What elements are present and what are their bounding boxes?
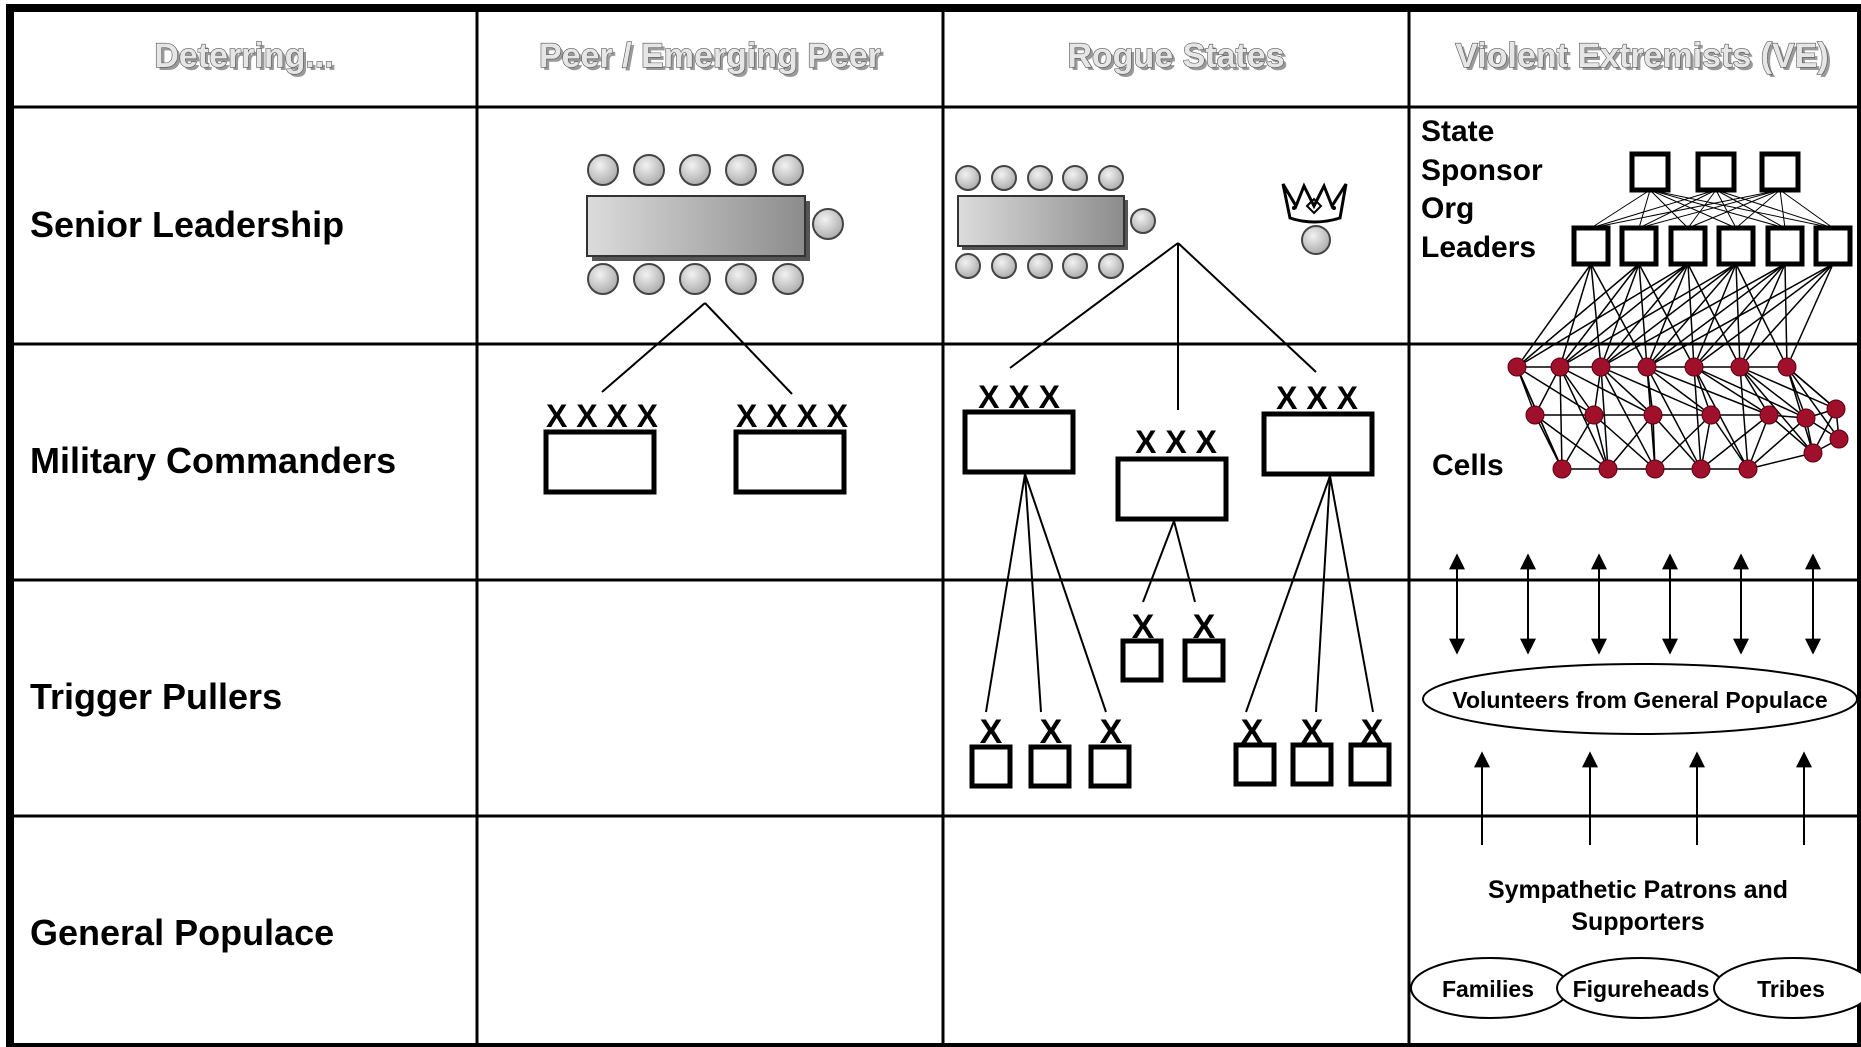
brigade-symbol: X <box>1040 713 1063 751</box>
brigade-unit-box <box>1290 742 1334 787</box>
cell-node <box>1777 357 1797 377</box>
brigade-symbol: X <box>1361 713 1384 751</box>
org-leader-box <box>1716 225 1756 267</box>
corps-unit-box <box>962 409 1076 475</box>
brigade-symbol: X <box>1193 608 1216 646</box>
rogue-states-structure: X X X X X X X X X X X X X X X <box>955 165 1392 789</box>
division-unit-box <box>733 429 847 495</box>
state-sponsor-line: Leaders <box>1421 231 1536 264</box>
brigade-symbol: X <box>1241 713 1264 751</box>
org-leader-box <box>1765 225 1805 267</box>
crown-icon <box>1281 182 1348 255</box>
brigade-symbol: X <box>980 713 1003 751</box>
brigade-unit-box <box>1120 638 1164 683</box>
header-ve-shadow: Violent Extremists (VE) <box>1458 40 1832 78</box>
cell-node <box>1826 399 1846 419</box>
state-sponsor-line: Sponsor <box>1421 154 1543 187</box>
brigade-unit-box <box>1182 638 1226 683</box>
state-sponsor-box <box>1629 151 1671 193</box>
cell-node <box>1507 357 1527 377</box>
header-deterring: Deterring... <box>154 37 333 75</box>
cell-node <box>1803 443 1823 463</box>
conference-table-icon <box>586 154 844 295</box>
patrons-label-line: Supporters <box>1571 908 1704 936</box>
brigade-symbol: X <box>1301 713 1324 751</box>
org-leader-box <box>1571 225 1611 267</box>
cells-label: Cells <box>1432 449 1504 482</box>
cell-node <box>1684 357 1704 377</box>
cell-node <box>1584 405 1604 425</box>
cell-node <box>1552 459 1572 479</box>
header-rogue-states: Rogue States <box>1067 37 1284 75</box>
header-deterring-shadow: Deterring... <box>157 40 336 78</box>
org-leader-box <box>1813 225 1853 267</box>
brigade-unit-box <box>969 744 1013 789</box>
corps-symbol: X X X <box>1135 424 1217 460</box>
cell-node <box>1645 459 1665 479</box>
volunteers-label: Volunteers from General Populace <box>1452 687 1827 713</box>
figureheads-label: Figureheads <box>1573 976 1710 1002</box>
cell-node <box>1598 459 1618 479</box>
cell-node <box>1525 405 1545 425</box>
row-label-general-populace: General Populace <box>30 912 334 953</box>
conference-table-icon <box>955 165 1156 279</box>
division-symbol: X X X X <box>736 398 849 434</box>
volunteers-ellipse <box>1422 663 1858 735</box>
brigade-unit-box <box>1028 744 1072 789</box>
state-sponsor-box <box>1695 151 1737 193</box>
brigade-symbol: X <box>1100 713 1123 751</box>
brigade-unit-box <box>1233 742 1277 787</box>
cell-node <box>1796 408 1816 428</box>
tribes-label: Tribes <box>1757 976 1825 1002</box>
cell-node <box>1730 357 1750 377</box>
brigade-units: X X X X X X X X <box>969 608 1392 789</box>
corps-symbol: X X X <box>978 379 1060 415</box>
families-label: Families <box>1442 976 1534 1002</box>
cell-node <box>1550 357 1570 377</box>
corps-unit-box <box>1115 456 1229 522</box>
violent-extremists-structure: State Sponsor Org Leaders Cells Voluntee… <box>1410 115 1861 1019</box>
volunteer-arrows <box>1449 553 1821 655</box>
brigade-symbol: X <box>1132 608 1155 646</box>
division-unit-box <box>543 429 657 495</box>
cell-node <box>1738 459 1758 479</box>
division-symbol: X X X X <box>546 398 659 434</box>
header-rogue-shadow: Rogue States <box>1070 40 1287 78</box>
org-leader-box <box>1619 225 1659 267</box>
org-leader-box <box>1668 225 1708 267</box>
cell-node <box>1643 405 1663 425</box>
corps-unit-box <box>1261 411 1375 477</box>
cell-node <box>1759 405 1779 425</box>
cell-node <box>1829 429 1849 449</box>
cell-node <box>1701 405 1721 425</box>
supporter-arrows <box>1474 751 1812 845</box>
state-sponsor-label: State Sponsor Org Leaders <box>1421 115 1543 264</box>
patrons-label-line: Sympathetic Patrons and <box>1488 876 1788 904</box>
brigade-unit-box <box>1348 742 1392 787</box>
header-violent-extremists: Violent Extremists (VE) <box>1455 37 1829 75</box>
tribes-ellipse <box>1713 957 1861 1019</box>
row-labels: Senior Leadership Military Commanders Tr… <box>30 204 396 953</box>
header-peer-shadow: Peer / Emerging Peer <box>542 40 884 78</box>
row-label-trigger-pullers: Trigger Pullers <box>30 676 282 717</box>
state-sponsor-line: Org <box>1421 192 1474 225</box>
row-label-military-commanders: Military Commanders <box>30 440 396 481</box>
row-label-senior-leadership: Senior Leadership <box>30 204 344 245</box>
peer-structure: X X X X X X X X <box>543 154 849 495</box>
cell-node <box>1691 459 1711 479</box>
table-grid <box>6 4 1861 1047</box>
state-sponsor-box <box>1759 151 1801 193</box>
corps-symbol: X X X <box>1276 380 1358 416</box>
header-peer: Peer / Emerging Peer <box>539 37 881 75</box>
cell-node <box>1591 357 1611 377</box>
state-sponsor-line: State <box>1421 115 1494 148</box>
header-row: Deterring... Deterring... Peer / Emergin… <box>154 36 1832 78</box>
cell-node <box>1637 357 1657 377</box>
brigade-unit-box <box>1088 744 1132 789</box>
